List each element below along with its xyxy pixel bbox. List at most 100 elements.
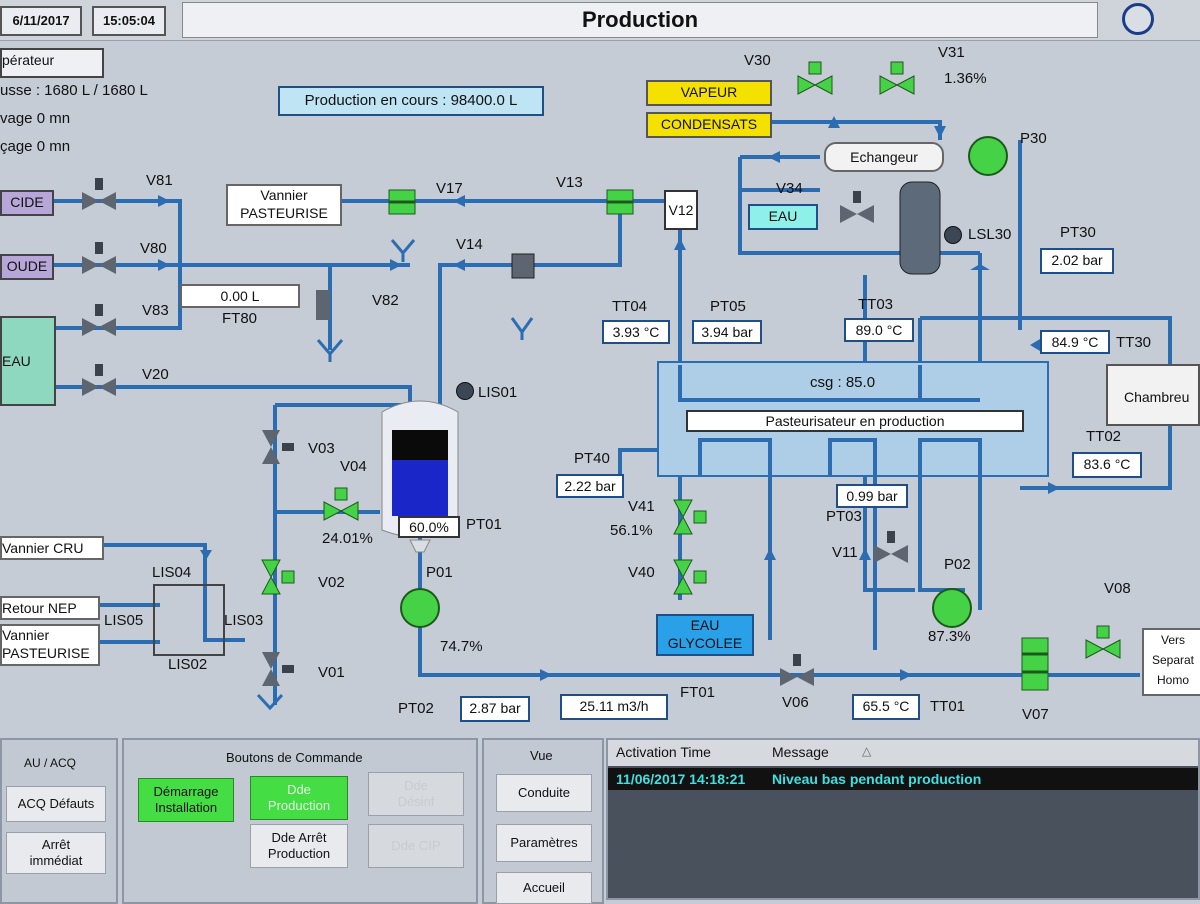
v41-label: V41: [628, 498, 655, 515]
page-title: Production: [182, 2, 1098, 38]
v40-label: V40: [628, 564, 655, 581]
p01-label: P01: [426, 564, 453, 581]
v82-label: V82: [372, 292, 399, 309]
dde-arret-line2: Production: [267, 846, 331, 861]
lsl30-indicator-icon: [944, 226, 962, 244]
vannier-left-line2: PASTEURISE: [2, 645, 90, 661]
condensats-label: CONDENSATS: [646, 112, 772, 138]
lis02-label: LIS02: [168, 656, 208, 673]
retour-nep-label: Retour NEP: [0, 596, 100, 620]
dde-cip-button[interactable]: Dde CIP: [368, 824, 464, 868]
time-display: 15:05:04: [92, 6, 166, 36]
v14-label: V14: [456, 236, 483, 253]
v13-label: V13: [556, 174, 583, 191]
demarrage-line2: Installation: [154, 800, 218, 815]
v83-label: V83: [142, 302, 169, 319]
p01-pump-icon[interactable]: [400, 588, 440, 628]
tt02-value: 83.6 °C: [1072, 452, 1142, 478]
vers-line1: Vers: [1160, 633, 1185, 647]
pt30-label: PT30: [1060, 224, 1096, 241]
pasteurizer-status: Pasteurisateur en production: [686, 410, 1024, 432]
cuve-volume-text: usse : 1680 L / 1680 L: [0, 82, 148, 99]
lsl30-label: LSL30: [968, 226, 1012, 243]
alarm-row-message: Niveau bas pendant production: [772, 771, 982, 787]
pt40-value: 2.22 bar: [556, 474, 624, 498]
alarm-header: Activation Time Message △: [608, 740, 1198, 766]
vannier-pasteurise-top: Vannier PASTEURISE: [226, 184, 342, 226]
operator-field[interactable]: pérateur: [0, 48, 104, 78]
production-status: Production en cours : 98400.0 L: [278, 86, 544, 116]
vers-separateur-label: Vers Separat Homo: [1142, 628, 1200, 696]
status-circle-icon[interactable]: [1122, 3, 1154, 35]
tt02-label: TT02: [1086, 428, 1122, 445]
lis01-label: LIS01: [478, 384, 518, 401]
v34-label: V34: [776, 180, 803, 197]
v01-label: V01: [318, 664, 345, 681]
lis04-label: LIS04: [152, 564, 192, 581]
eau-glycolee-line2: GLYCOLEE: [667, 635, 743, 651]
command-panel: Boutons de Commande Démarrage Installati…: [122, 738, 478, 904]
header-bar: 6/11/2017 15:05:04 Production: [0, 0, 1200, 41]
vannier-cru-label: Vannier CRU: [0, 536, 104, 560]
ft80-value: 0.00 L: [180, 284, 300, 308]
p02-percent: 87.3%: [928, 628, 971, 645]
buffer-tank: [381, 400, 459, 553]
arret-line1: Arrêt: [41, 837, 71, 852]
vers-line3: Homo: [1156, 673, 1189, 687]
tt03-label: TT03: [858, 296, 894, 313]
v31-label: V31: [938, 44, 965, 61]
dde-arret-production-button[interactable]: Dde Arrêt Production: [250, 824, 348, 868]
sort-arrow-icon[interactable]: △: [862, 744, 872, 758]
tt03-value: 89.0 °C: [844, 318, 914, 342]
accueil-button[interactable]: Accueil: [496, 872, 592, 904]
v03-label: V03: [308, 440, 335, 457]
p30-pump-icon[interactable]: [968, 136, 1008, 176]
pt05-label: PT05: [710, 298, 746, 315]
dde-production-button[interactable]: Dde Production: [250, 776, 348, 820]
p01-percent: 74.7%: [440, 638, 483, 655]
lavage-time-text: vage 0 mn: [0, 110, 71, 127]
command-title: Boutons de Commande: [226, 750, 363, 765]
parametres-button[interactable]: Paramètres: [496, 824, 592, 862]
p02-pump-icon[interactable]: [932, 588, 972, 628]
pasteurizer-csg: csg : 85.0: [810, 374, 876, 391]
vannier-pasteurise-left: Vannier PASTEURISE: [0, 624, 100, 666]
v04-percent: 24.01%: [322, 530, 373, 547]
lis05-label: LIS05: [104, 612, 144, 629]
tt01-value: 65.5 °C: [852, 694, 920, 720]
v12-valve[interactable]: V12: [664, 190, 698, 230]
echangeur-label: Echangeur: [824, 142, 944, 172]
eau-glycolee-line1: EAU: [690, 617, 720, 633]
alarm-row[interactable]: 11/06/2017 14:18:21 Niveau bas pendant p…: [608, 768, 1198, 790]
tank-eau: EAU: [0, 316, 56, 406]
dde-arret-line1: Dde Arrêt: [271, 830, 327, 845]
demarrage-installation-button[interactable]: Démarrage Installation: [138, 778, 234, 822]
eau-v34-label: EAU: [748, 204, 818, 230]
v31-percent: 1.36%: [944, 70, 987, 87]
pt05-value: 3.94 bar: [692, 320, 762, 344]
acq-defauts-button[interactable]: ACQ Défauts: [6, 786, 106, 822]
date-display: 6/11/2017: [0, 6, 82, 36]
alarm-col-time[interactable]: Activation Time: [616, 744, 711, 760]
v30-label: V30: [744, 52, 771, 69]
v20-label: V20: [142, 366, 169, 383]
vannier-line1: Vannier: [260, 187, 308, 203]
tank-soude: OUDE: [0, 254, 54, 280]
au-acq-panel: AU / ACQ ACQ Défauts Arrêt immédiat: [0, 738, 118, 904]
pt02-label: PT02: [398, 700, 434, 717]
arret-immediat-button[interactable]: Arrêt immédiat: [6, 832, 106, 874]
ft01-label: FT01: [680, 684, 716, 701]
ft01-value: 25.11 m3/h: [560, 694, 668, 720]
dde-desinf-button[interactable]: Dde Désinf: [368, 772, 464, 816]
conduite-button[interactable]: Conduite: [496, 774, 592, 812]
v11-label: V11: [832, 544, 858, 561]
demarrage-line1: Démarrage: [153, 784, 219, 799]
alarm-col-message[interactable]: Message: [772, 744, 829, 760]
pt03-label: PT03: [826, 508, 862, 525]
pt02-value: 2.87 bar: [460, 696, 530, 722]
v02-label: V02: [318, 574, 345, 591]
tt30-label: TT30: [1116, 334, 1152, 351]
p02-label: P02: [944, 556, 971, 573]
v04-label: V04: [340, 458, 367, 475]
vannier-line2: PASTEURISE: [240, 205, 328, 221]
